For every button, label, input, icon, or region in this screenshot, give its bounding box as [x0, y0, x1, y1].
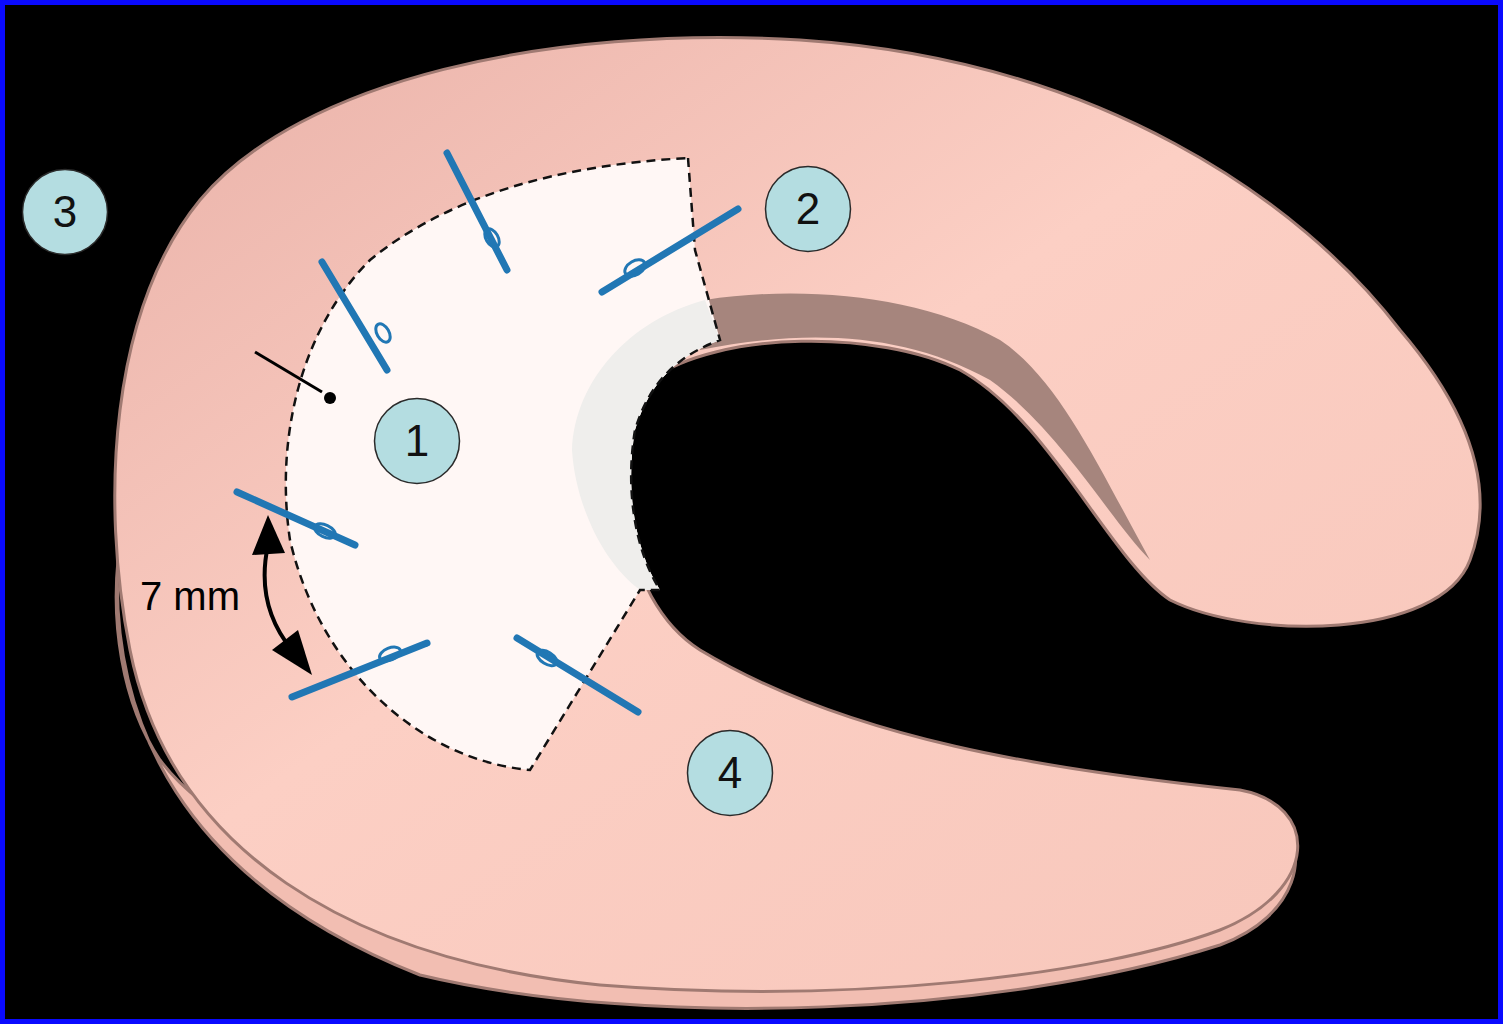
leader-line [255, 352, 322, 392]
callout-circle: 1 [373, 397, 461, 485]
arrowhead [252, 515, 285, 555]
suture [292, 643, 427, 697]
meniscus-body [115, 38, 1480, 992]
suture-knot [482, 226, 502, 249]
suture [517, 638, 638, 712]
suture [447, 153, 507, 270]
suture [602, 209, 738, 292]
callout-circle: 3 [21, 168, 109, 256]
callout-number: 3 [53, 190, 77, 234]
callout-circle-outline [766, 167, 851, 252]
arrowhead [272, 630, 312, 675]
callout-number: 4 [718, 751, 742, 795]
callout-circle: 4 [686, 729, 774, 817]
suture-knot [378, 644, 403, 663]
graft-region [286, 158, 720, 770]
callout-number: 2 [796, 187, 820, 231]
sutures [237, 153, 738, 712]
callout-circle-outline [688, 731, 773, 816]
leader-dot [324, 392, 336, 404]
callout-circle-outline [23, 170, 108, 255]
suture-knot [622, 256, 648, 279]
dimension-arrow [265, 545, 292, 650]
inner-shelf [700, 293, 1150, 560]
graft-inner-band [572, 300, 720, 590]
callout-number: 1 [405, 419, 429, 463]
callout-circle: 2 [764, 165, 852, 253]
callout-circle-outline [375, 399, 460, 484]
dimension-label: 7 mm [140, 576, 240, 616]
suture-knot [373, 321, 393, 344]
graft-outline [286, 158, 720, 770]
suture [237, 492, 355, 545]
suture [322, 262, 387, 370]
suture-knot [312, 521, 337, 541]
suture-knot [534, 647, 559, 669]
